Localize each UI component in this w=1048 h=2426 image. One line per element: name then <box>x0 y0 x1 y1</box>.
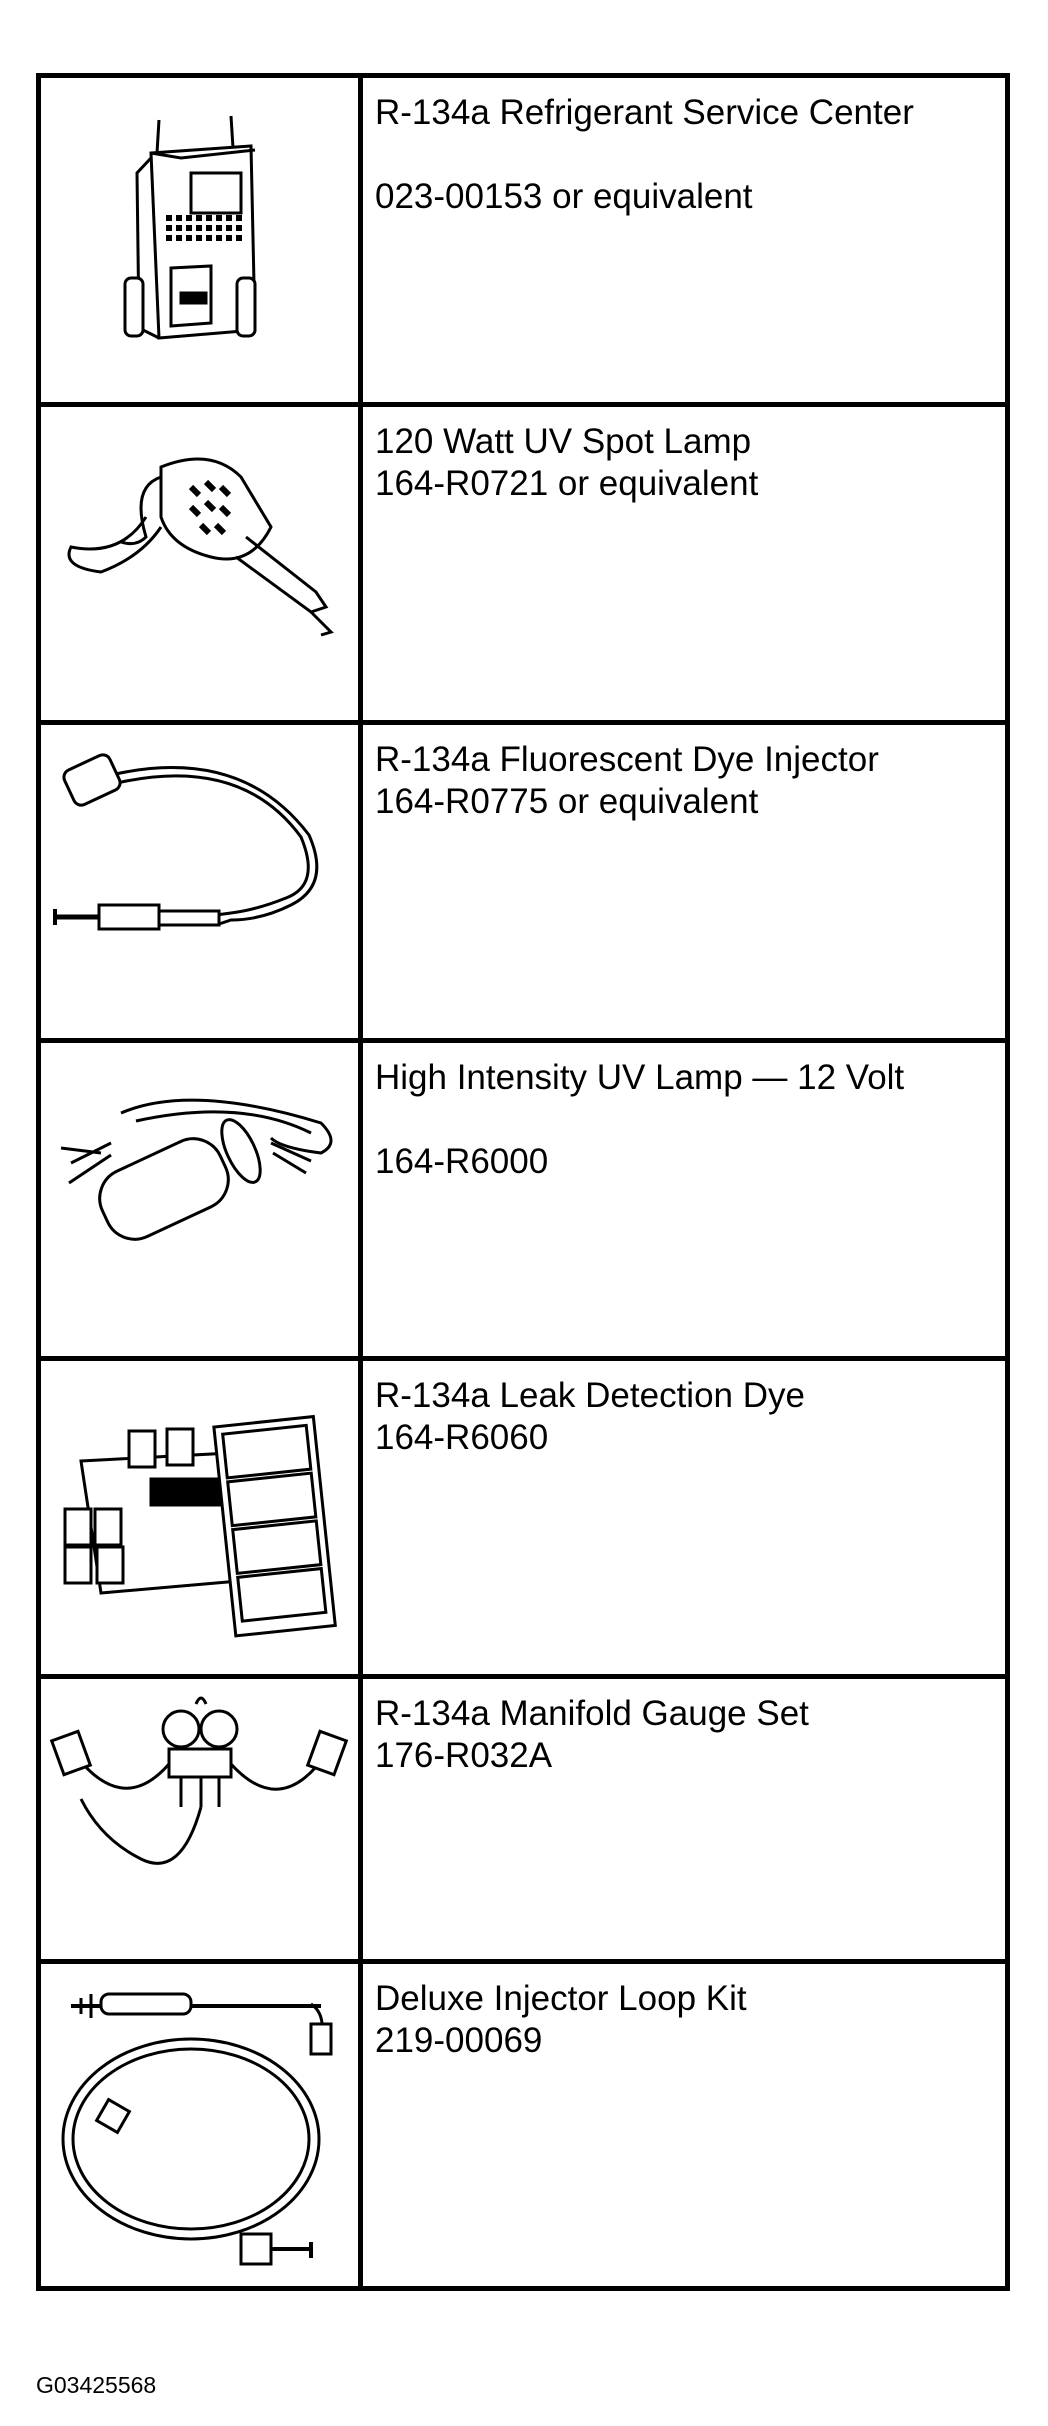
tool-part-number: 164-R0721 or equivalent <box>375 464 759 503</box>
figure-id: G03425568 <box>36 2372 157 2398</box>
tool-name: Deluxe Injector Loop Kit <box>375 1979 747 2018</box>
tool-text-cell: R-134a Leak Detection Dye 164-R6060 <box>358 1356 1010 1679</box>
tool-row: High Intensity UV Lamp — 12 Volt 164-R60… <box>36 1038 1010 1361</box>
uv-spot-lamp-icon <box>67 457 334 637</box>
tool-text-cell: R-134a Refrigerant Service Center 023-00… <box>358 73 1010 407</box>
tool-text-cell: Deluxe Injector Loop Kit 219-00069 <box>358 1959 1010 2291</box>
tool-image-cell <box>36 720 363 1043</box>
manifold-gauge-set-icon <box>49 1696 349 1865</box>
tool-name: High Intensity UV Lamp — 12 Volt <box>375 1058 905 1097</box>
tool-image-cell <box>36 1674 363 1964</box>
tool-part-number: 164-R6000 <box>375 1142 549 1181</box>
tool-name: R-134a Refrigerant Service Center <box>375 93 914 132</box>
tool-row: R-134a Manifold Gauge Set 176-R032A <box>36 1674 1010 1964</box>
tool-row: R-134a Refrigerant Service Center 023-00… <box>36 73 1010 407</box>
tool-name: R-134a Manifold Gauge Set <box>375 1694 809 1733</box>
tool-row: 120 Watt UV Spot Lamp 164-R0721 or equiv… <box>36 402 1010 725</box>
tool-part-number: 023-00153 or equivalent <box>375 177 753 216</box>
tool-name: R-134a Fluorescent Dye Injector <box>375 740 879 779</box>
tool-part-number: 219-00069 <box>375 2021 543 2060</box>
tool-text-cell: R-134a Manifold Gauge Set 176-R032A <box>358 1674 1010 1964</box>
tool-image-cell <box>36 1038 363 1361</box>
tool-image-cell <box>36 402 363 725</box>
tool-name: 120 Watt UV Spot Lamp <box>375 422 752 461</box>
tool-row: R-134a Leak Detection Dye 164-R6060 <box>36 1356 1010 1679</box>
tool-row: Deluxe Injector Loop Kit 219-00069 <box>36 1959 1010 2291</box>
uv-lamp-12v-icon <box>60 1098 333 1241</box>
tool-text-cell: 120 Watt UV Spot Lamp 164-R0721 or equiv… <box>358 402 1010 725</box>
tool-row: R-134a Fluorescent Dye Injector 164-R077… <box>36 720 1010 1043</box>
tool-text-cell: High Intensity UV Lamp — 12 Volt 164-R60… <box>358 1038 1010 1361</box>
tool-name: R-134a Leak Detection Dye <box>375 1376 805 1415</box>
refrigerant-service-center-icon <box>123 115 257 340</box>
tools-table: R-134a Refrigerant Service Center 023-00… <box>36 73 1010 2291</box>
dye-injector-icon <box>53 753 319 931</box>
tool-part-number: 164-R0775 or equivalent <box>375 782 759 821</box>
injector-loop-kit-icon <box>61 1992 333 2266</box>
tool-image-cell <box>36 1356 363 1679</box>
tool-part-number: 176-R032A <box>375 1736 553 1775</box>
tool-part-number: 164-R6060 <box>375 1418 549 1457</box>
tool-image-cell <box>36 1959 363 2291</box>
tool-text-cell: R-134a Fluorescent Dye Injector 164-R077… <box>358 720 1010 1043</box>
tool-image-cell <box>36 73 363 407</box>
leak-detection-dye-icon <box>63 1414 337 1638</box>
